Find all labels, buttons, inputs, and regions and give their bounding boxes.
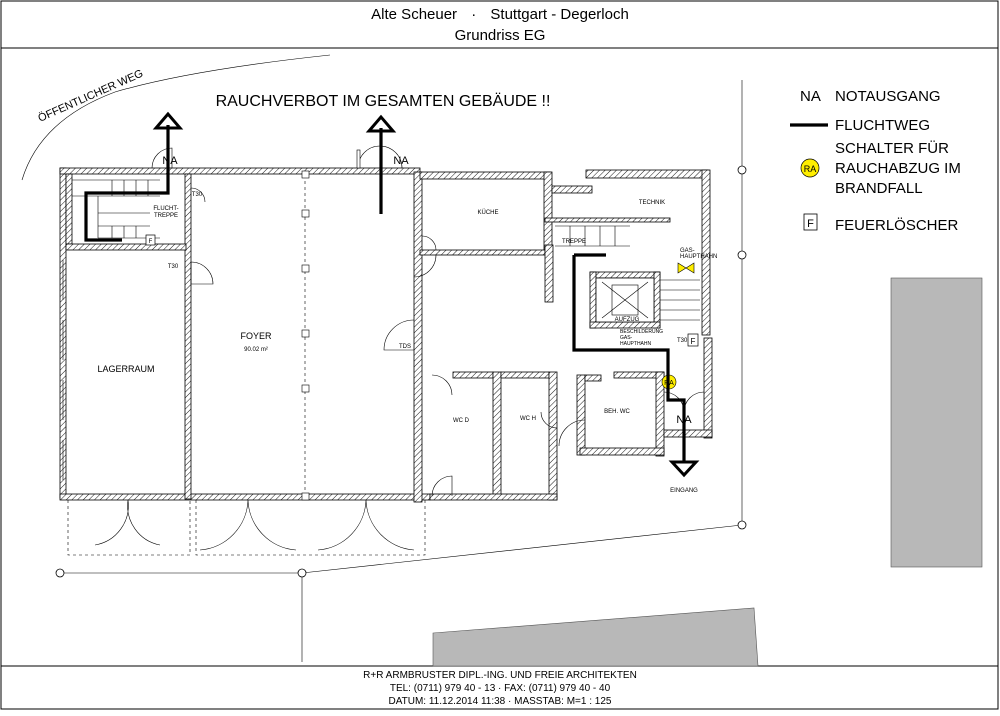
room-area-foyer: 90.02 m²	[244, 347, 268, 353]
t30-door	[190, 261, 214, 285]
header-title-line: Alte Scheuer · Stuttgart - Degerloch	[371, 6, 629, 23]
legend-route-label: FLUCHTWEG	[835, 117, 930, 134]
escape-arrow-right	[668, 460, 700, 478]
emergency-exit-label-center: NA	[393, 155, 409, 167]
escape-arrow-left	[152, 111, 184, 130]
foyer-column	[301, 492, 310, 501]
legend-f-symbol: F	[807, 218, 814, 230]
kitchen-door	[413, 254, 437, 278]
emergency-exit-label-left: NA	[162, 155, 178, 167]
wc-h-door	[540, 411, 558, 429]
foyer-column	[301, 384, 310, 393]
right-wing-walls	[419, 169, 713, 501]
room-label-wc-h: WC H	[520, 416, 536, 422]
emergency-exit-door-left	[151, 147, 173, 169]
elevator-car	[611, 284, 639, 316]
legend-na-label: NOTAUSGANG	[835, 88, 941, 105]
stair-wall-south	[65, 243, 187, 251]
door-rating-label: T30	[168, 264, 179, 270]
door-rating-label: T30	[677, 338, 688, 344]
kitchen-door	[421, 235, 437, 251]
escape-route-left	[84, 125, 170, 242]
stair-wall	[65, 173, 73, 245]
room-label-foyer: FOYER	[240, 331, 272, 341]
plan-subtitle: Grundriss EG	[455, 27, 546, 44]
gas-label: GAS-	[680, 248, 695, 254]
fire-extinguisher-right	[687, 333, 699, 347]
foyer-column	[301, 264, 310, 273]
room-label-wc-d: WC D	[453, 418, 470, 424]
sign-label: GAS-	[620, 335, 633, 341]
emergency-exit-door-right	[683, 391, 705, 413]
outer-wall-north	[59, 167, 421, 175]
legend-ra-symbol: RA	[804, 164, 817, 174]
emergency-exit-door-center	[357, 145, 381, 169]
foyer-column	[301, 170, 310, 179]
escape-arrow-center	[365, 114, 397, 133]
gas-valve-icon	[677, 262, 695, 274]
sign-label: BESCHILDERUNG	[620, 329, 663, 335]
project-location: Stuttgart - Degerloch	[490, 6, 628, 23]
smoking-ban-notice: RAUCHVERBOT IM GESAMTEN GEBÄUDE !!	[216, 92, 551, 110]
fire-extinguisher-left-label: F	[149, 239, 153, 245]
header-separator: ·	[471, 6, 476, 23]
elevator-cross	[601, 281, 649, 319]
footer-contact: TEL: (0711) 979 40 - 13 · FAX: (0711) 97…	[390, 683, 611, 694]
legend-f-icon	[803, 213, 818, 231]
boundary-marker	[737, 165, 747, 175]
legend-ra-icon	[800, 158, 820, 178]
tds-label: TDS	[399, 344, 411, 350]
foyer-column	[301, 209, 310, 218]
flucht-treppe-label: FLUCHT-	[153, 206, 178, 212]
entrance-label: EINGANG	[670, 488, 698, 494]
legend-na-symbol: NA	[800, 88, 821, 105]
treppe-stairs	[555, 225, 700, 321]
wc-d-door	[431, 475, 453, 497]
inner-wall-east	[413, 171, 423, 503]
room-label-kueche: KÜCHE	[477, 209, 498, 216]
legend-ra-label: RAUCHABZUG IM	[835, 160, 961, 177]
door-frame	[356, 149, 361, 169]
tds-door	[383, 319, 415, 351]
room-label-treppe: TREPPE	[562, 239, 586, 245]
legend: NA NOTAUSGANG FLUCHTWEG RA SCHALTER FÜR …	[790, 88, 961, 234]
legend-ra-label: BRANDFALL	[835, 180, 923, 197]
boundary-marker	[737, 520, 747, 530]
neighbour-building-right	[890, 277, 983, 568]
street-label: ÖFFENTLICHER WEG	[36, 68, 145, 125]
legend-f-label: FEUERLÖSCHER	[835, 216, 959, 234]
legend-ra-label: SCHALTER FÜR	[835, 139, 949, 157]
boundary-marker	[297, 568, 307, 578]
room-label-beh-wc: BEH. WC	[604, 409, 630, 415]
south-entrance-doors	[67, 499, 426, 556]
street-edge-line	[21, 54, 331, 181]
room-label-technik: TECHNIK	[639, 200, 665, 206]
flucht-treppe-label: TREPPE	[154, 213, 178, 219]
wc-d-door	[431, 374, 453, 396]
t30-door	[190, 187, 206, 203]
outer-wall-south	[59, 493, 431, 501]
wall-lager-foyer	[184, 173, 192, 500]
property-boundary-bottom	[60, 524, 743, 574]
fire-extinguisher-right-label: F	[691, 337, 696, 346]
footer-company: R+R ARMBRUSTER DIPL.-ING. UND FREIE ARCH…	[363, 670, 637, 681]
gas-label: HAUPTHAHN	[680, 254, 717, 260]
boundary-marker	[737, 250, 747, 260]
emergency-exit-door-center	[379, 145, 403, 169]
sign-label: HAUPTHAHN	[620, 341, 652, 347]
neighbour-building-bottom	[432, 607, 759, 667]
foyer-column	[301, 329, 310, 338]
room-label-aufzug: AUFZUG	[615, 317, 640, 323]
escape-route-right	[572, 255, 686, 462]
project-name: Alte Scheuer	[371, 6, 457, 23]
beh-wc-door	[558, 419, 586, 447]
fire-extinguisher-left	[145, 234, 156, 246]
boundary-marker	[55, 568, 65, 578]
footer-date-scale: DATUM: 11.12.2014 11:38 · MASSTAB: M=1 :…	[389, 696, 612, 707]
door-rating-label: T30	[192, 192, 203, 198]
room-label-lagerraum: LAGERRAUM	[97, 364, 154, 374]
